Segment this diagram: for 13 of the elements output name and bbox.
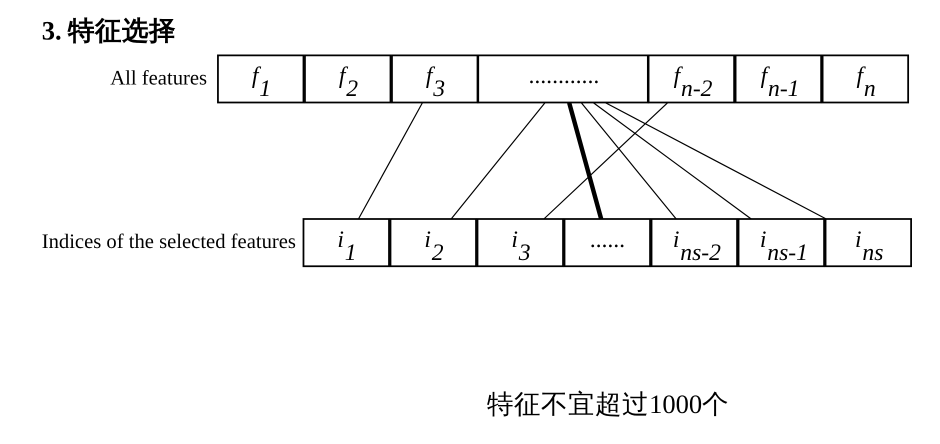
connector [604,102,826,220]
label: All features [110,67,207,90]
diagram-title: 3. 特征选择 [41,16,176,46]
node-box: ...... [563,218,650,268]
connector [450,102,545,220]
connector [592,102,752,220]
node-box: ............ [476,54,648,104]
connector [542,102,668,220]
connector [357,102,422,220]
connector [566,102,603,220]
connector [580,102,676,220]
label: 特征不宜超过1000个 [486,388,729,419]
label: Indices of the selected features [41,231,296,254]
